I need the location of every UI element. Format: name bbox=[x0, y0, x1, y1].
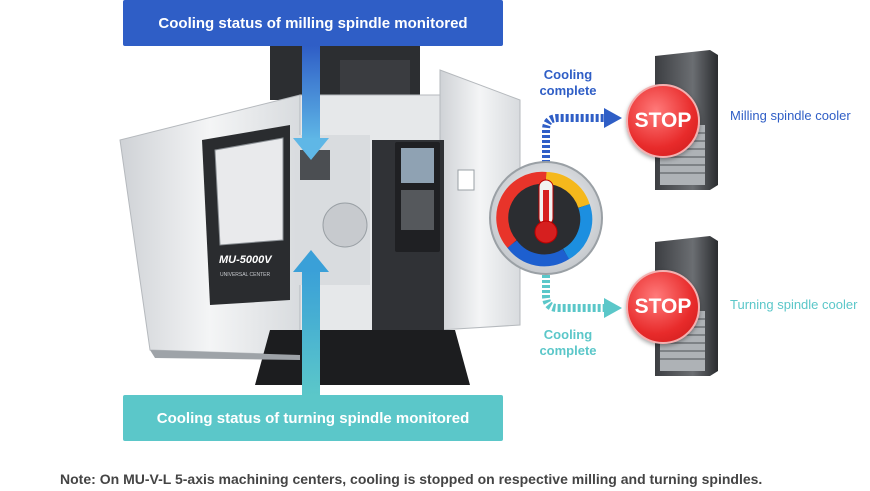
milling-cooler-label: Milling spindle cooler bbox=[730, 108, 851, 123]
thermometer-cycle-icon bbox=[489, 161, 603, 275]
status-line-1: Cooling bbox=[543, 67, 593, 82]
status-line-2: complete bbox=[539, 343, 597, 358]
turning-cooler-label: Turning spindle cooler bbox=[730, 297, 858, 312]
model-badge: MU-5000V UNIVERSAL CENTER bbox=[219, 254, 273, 278]
machine-enclosure bbox=[119, 69, 521, 385]
milling-cooling-status: Cooling complete bbox=[523, 67, 613, 99]
model-badge-text: MU-5000V bbox=[219, 254, 273, 266]
model-badge-subtext: UNIVERSAL CENTER bbox=[220, 272, 270, 278]
milling-status-banner: Cooling status of milling spindle monito… bbox=[123, 0, 503, 46]
status-line-1: Cooling bbox=[543, 327, 593, 342]
footnote: Note:On MU-V-L 5-axis machining centers,… bbox=[60, 471, 762, 487]
footnote-prefix: Note: bbox=[60, 471, 96, 487]
turning-status-banner: Cooling status of turning spindle monito… bbox=[123, 395, 503, 441]
stop-sign-icon-milling: STOP bbox=[626, 84, 700, 158]
footnote-text: On MU-V-L 5-axis machining centers, cool… bbox=[99, 471, 763, 487]
flow-arrow-bottom bbox=[542, 275, 622, 318]
turning-cooling-status: Cooling complete bbox=[523, 327, 613, 359]
flow-arrow-top bbox=[542, 108, 622, 163]
stop-sign-icon-turning: STOP bbox=[626, 270, 700, 344]
arrow-milling-down bbox=[293, 46, 329, 160]
arrow-turning-up bbox=[293, 250, 329, 395]
status-line-2: complete bbox=[539, 83, 597, 98]
